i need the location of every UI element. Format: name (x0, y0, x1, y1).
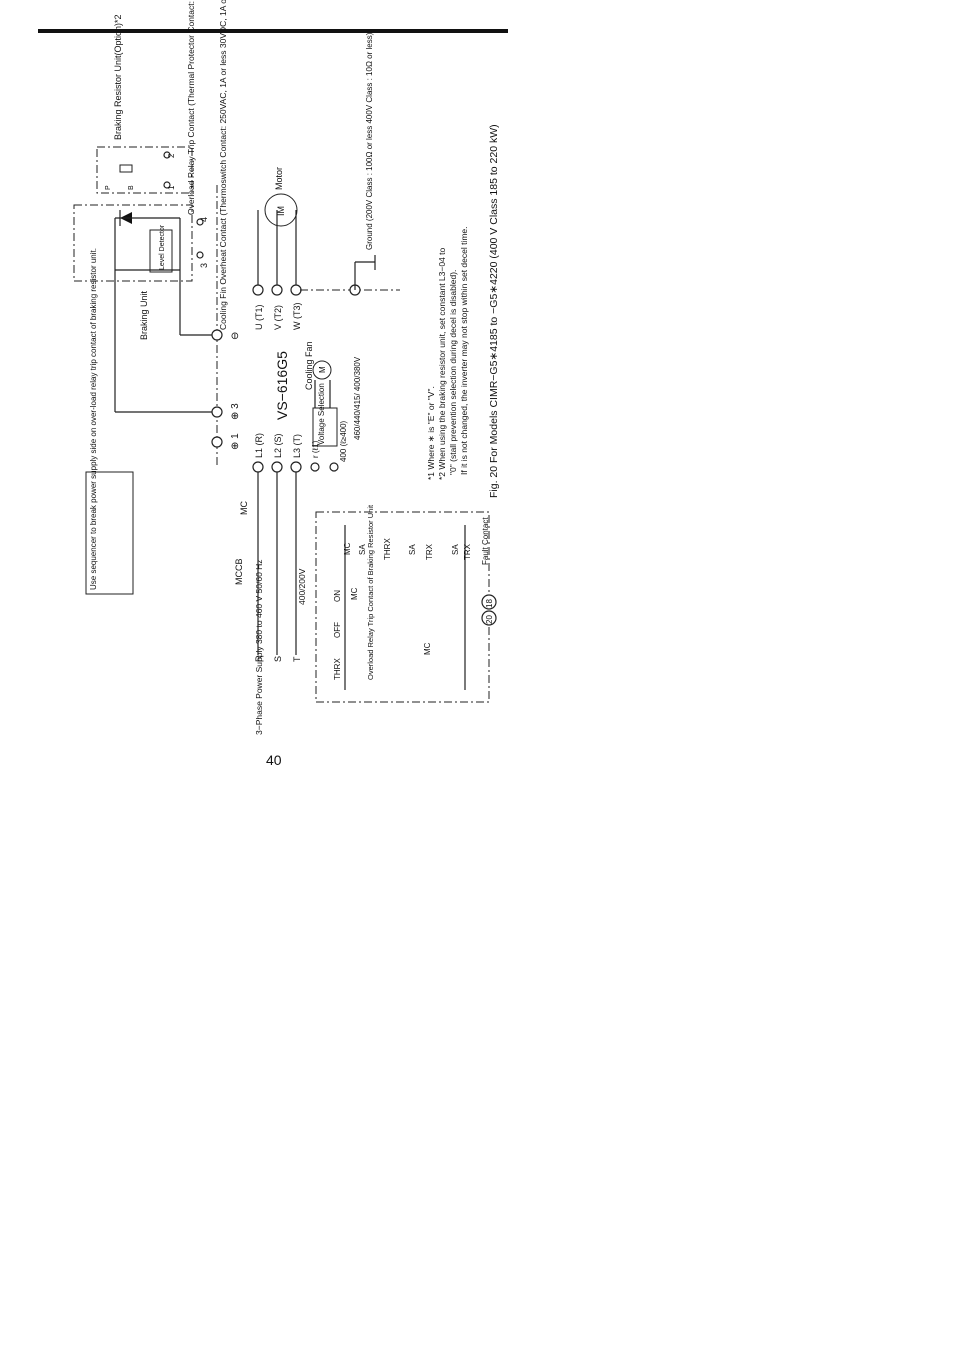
terminal-l3-label: L3 (T) (292, 434, 302, 458)
terminal-minus (211, 329, 223, 341)
seq-mc-1: MC (343, 542, 352, 555)
voltage-selection: Voltage Selection (317, 383, 326, 445)
phase-r: R (254, 655, 264, 662)
sequencer-note: Use sequencer to break power supply side… (89, 248, 98, 590)
terminal-1 (163, 181, 171, 189)
fan-motor (312, 360, 332, 380)
seq-thrx-2: THRX (383, 538, 392, 560)
terminal-l2 (271, 461, 283, 473)
level-detector-box (149, 229, 173, 273)
terminal-r-label: r (ℓ1) (311, 440, 320, 458)
seq-off: OFF (333, 622, 342, 638)
motor-symbol: IM (276, 206, 286, 216)
terminal-l1-label: L1 (R) (254, 433, 264, 458)
overload-relay-label: Overload Relay Trip Contact (Thermal Pro… (186, 0, 196, 215)
level-detector: Level Detector (159, 224, 166, 270)
seq-trx-1: TRX (425, 543, 434, 560)
phase-s: S (273, 656, 283, 662)
motor-circle (264, 193, 298, 227)
sequencer-note-box (85, 471, 134, 595)
seq-on: ON (333, 590, 342, 602)
terminal-3 (196, 251, 204, 259)
terminal-4-label: 4 (199, 217, 209, 222)
seq-mc-3: MC (423, 642, 432, 655)
note1: *1 Where ∗ is "E" or "V". (426, 386, 436, 480)
seq-mc-2: MC (350, 587, 359, 600)
terminal-w (290, 284, 302, 296)
terminal-l3 (290, 461, 302, 473)
terminal-1-label: 1 (167, 185, 176, 190)
terminal-w-label: W (T3) (292, 303, 302, 331)
power-supply: 3−Phase Power Supply 380 to 460 V 50/60 … (254, 559, 264, 735)
motor-label: Motor (274, 167, 284, 190)
terminal-l2-label: L2 (S) (273, 433, 283, 458)
seq-fault-contact: Fault Contact (481, 517, 490, 565)
terminal-b: B (128, 185, 135, 190)
figure-caption: Fig. 20 For Models CIMR−G5∗4185 to −G5∗4… (488, 124, 500, 498)
note2-line2: "0" (stall prevention selection during d… (448, 270, 458, 475)
terminal-plus1-label: ⊕ 1 (230, 433, 241, 450)
terminal-v-label: V (T2) (273, 305, 283, 330)
mc-label: MC (239, 501, 249, 515)
page-number: 40 (266, 752, 282, 768)
voltage-options: 460/440/415/ 400/380V (353, 356, 362, 440)
voltage-400: 400 (ℓ≥400) (339, 420, 348, 462)
braking-resistor-box (96, 146, 193, 194)
terminal-minus-label: ⊖ (230, 332, 241, 340)
terminal-2 (163, 151, 171, 159)
inverter-model: VS−616G5 (274, 351, 290, 420)
braking-unit-label: Braking Unit (139, 290, 149, 340)
seq-sa-2: SA (408, 544, 417, 555)
terminal-20-label: 20 (485, 615, 494, 624)
terminal-3-label: 3 (199, 263, 209, 268)
terminal-400 (329, 462, 339, 472)
terminal-u (252, 284, 264, 296)
terminal-4 (196, 218, 204, 226)
fan-symbol: M (318, 366, 327, 373)
terminal-18-label: 18 (485, 599, 494, 608)
voltage-selection-box (312, 407, 338, 447)
seq-sa-1: SA (358, 544, 367, 555)
seq-trx-2: TRX (463, 543, 472, 560)
seq-sa-3: SA (451, 544, 460, 555)
header-rule (38, 29, 508, 33)
cooling-fan-label: Cooling Fan (304, 341, 314, 390)
braking-resistor-label: Braking Resistor Unit(Option)*2 (113, 14, 123, 140)
terminal-20 (481, 610, 497, 626)
terminal-2-label: 2 (167, 153, 176, 158)
note2-line3: If it is not changed, the inverter may n… (459, 226, 469, 475)
ground-note: Ground (200V Class : 100Ω or less 400V C… (365, 32, 374, 250)
terminal-r (310, 462, 320, 472)
terminal-18 (481, 594, 497, 610)
seq-overload-relay: Overload Relay Trip Contact of Braking R… (366, 504, 375, 680)
braking-unit-box (73, 204, 193, 282)
resistor-symbol (119, 164, 133, 173)
cooling-fin-label: Cooling Fin Overheat Contact (Thermoswit… (218, 0, 228, 330)
mccb-label: MCCB (234, 559, 244, 586)
seq-thrx: THRX (333, 658, 342, 680)
terminal-p: P (105, 185, 112, 190)
terminal-u-label: U (T1) (254, 305, 264, 331)
terminal-plus3-label: ⊕ 3 (230, 403, 241, 420)
terminal-plus1 (211, 436, 223, 448)
terminal-l1 (252, 461, 264, 473)
note2-line1: *2 When using the braking resistor unit,… (437, 247, 447, 480)
transformer-label: 400/200V (297, 568, 307, 605)
phase-t: T (292, 656, 302, 662)
terminal-plus3 (211, 406, 223, 418)
terminal-v (271, 284, 283, 296)
